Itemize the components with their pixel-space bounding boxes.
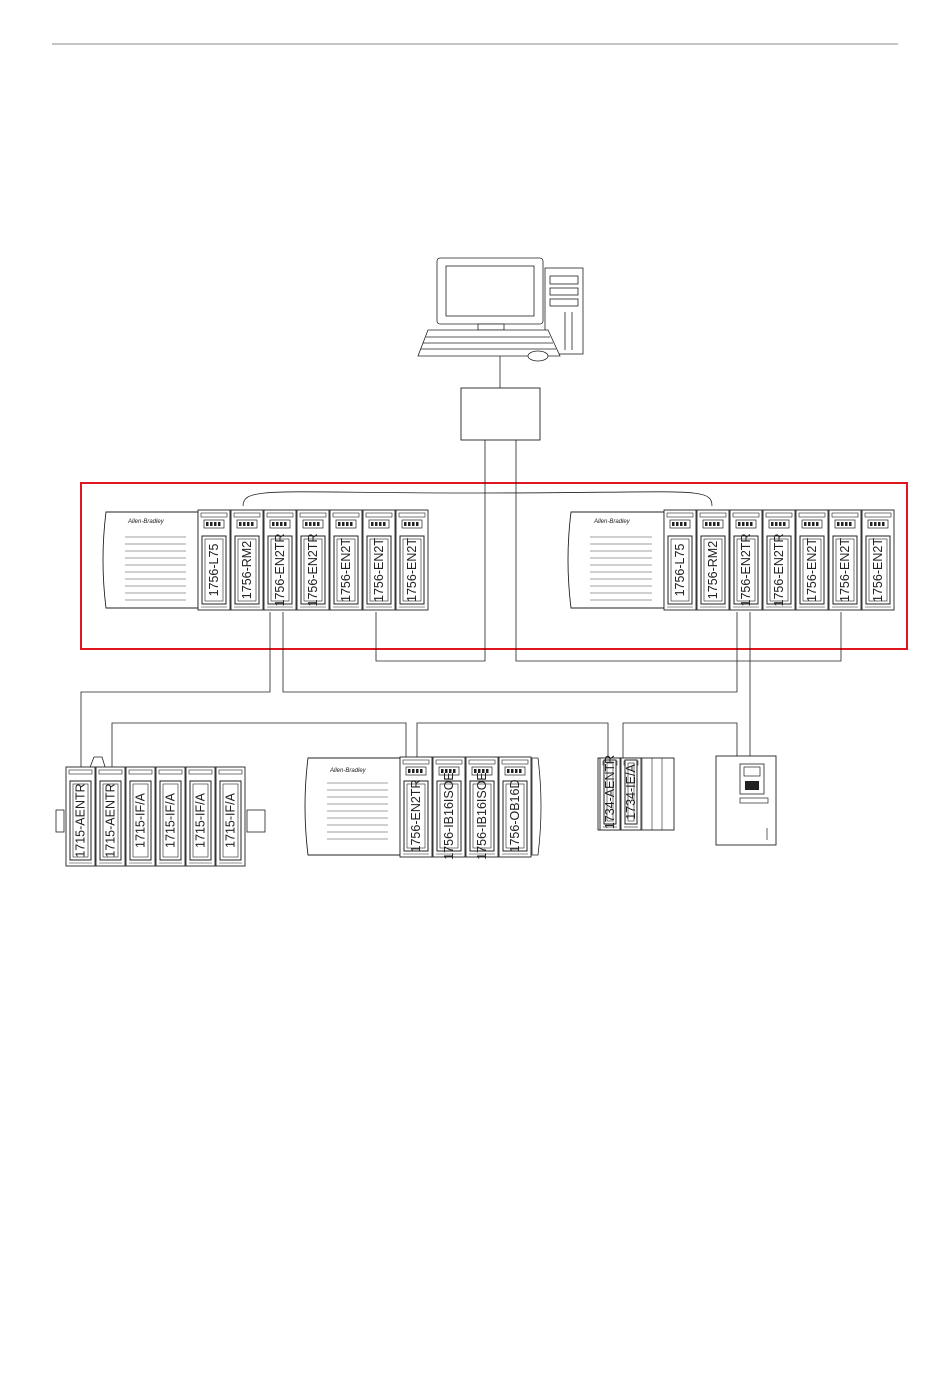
io-1715-module-label: 1715-AENTR [74,783,88,857]
io-1715-module-label: 1715-IF/A [194,792,208,848]
point-io-module: 1734-IE/A [620,757,642,831]
primary-chassis-slot-module-label: 1756-EN2T [372,538,386,602]
io-1715-system: 1715-AENTR 1715-AENTR 1715-IF/A 1715-IF/A 17… [55,756,266,867]
secondary-chassis-slot-module-label: 1756-RM2 [706,541,720,599]
io-1715-module: 1715-AENTR [95,766,126,867]
io-1715-module: 1715-IF/A [125,766,156,867]
primary-chassis-slot-module: 1756-EN2TR [296,509,330,611]
io-1715-module-label: 1715-IF/A [224,792,238,848]
remote-chassis-slot-module-label: 1756-OB16D [508,780,522,853]
io-1715-module: 1715-AENTR [65,766,96,867]
io-1715-module-label: 1715-AENTR [104,783,118,857]
remote-chassis-slot-module: 1756-IB16ISOE [432,756,466,860]
remote-chassis-slot-module: 1756-OB16D [498,756,532,858]
redundant-chassis-frame [80,482,908,650]
redundancy-fiber-cable [242,491,713,507]
remote-chassis-slot-module: 1756-IB16ISOE [465,756,499,860]
secondary-chassis-slot-module: 1756-RM2 [696,509,730,611]
svg-text:Allen-Bradley: Allen-Bradley [329,768,367,774]
point-io-module-label: 1734-IE/A [624,764,638,820]
primary-chassis-slot-module: 1756-EN2T [395,509,429,611]
primary-chassis-slot-module: 1756-RM2 [230,509,264,611]
secondary-chassis-slot-module-label: 1756-EN2T [838,538,852,602]
point-io-module-label: 1734-AENTR [603,755,617,829]
remote-chassis-slot-module: 1756-EN2TR [399,756,433,858]
ethernet-switch-icon [460,387,541,441]
primary-chassis-slot-module-label: 1756-L75 [207,544,221,597]
secondary-chassis-slot-module: 1756-L75 [663,509,697,611]
primary-chassis-slot-module: 1756-EN2T [362,509,396,611]
io-1715-module: 1715-IF/A [215,766,246,867]
svg-text:Allen-Bradley: Allen-Bradley [593,519,631,525]
primary-chassis: Allen-Bradley 1756-L75 1756-RM2 1756-EN2TR… [102,509,429,611]
primary-chassis-slot-module-label: 1756-RM2 [240,541,254,599]
secondary-chassis-slot-module-label: 1756-EN2TR [772,534,786,607]
io-1715-module: 1715-IF/A [155,766,186,867]
secondary-chassis-slot-module-label: 1756-EN2T [871,538,885,602]
secondary-chassis-slot-module: 1756-EN2TR [762,509,796,611]
remote-chassis-slot-module-label: 1756-IB16ISOE [442,772,456,860]
secondary-chassis-slot-module-label: 1756-L75 [673,544,687,597]
secondary-chassis-slot-module: 1756-EN2T [828,509,862,611]
svg-text:Allen-Bradley: Allen-Bradley [127,519,165,525]
remote-chassis-slot-module-label: 1756-IB16ISOE [475,772,489,860]
computer-workstation-icon [417,257,584,362]
primary-chassis-slot-module: 1756-EN2T [329,509,363,611]
primary-chassis-slot-module: 1756-L75 [197,509,231,611]
remote-1756-chassis: Allen-Bradley 1756-EN2TR 1756-IB16ISOE 175… [304,756,542,860]
secondary-chassis-slot-module: 1756-EN2T [861,509,895,611]
remote-chassis-slot-module-label: 1756-EN2TR [409,780,423,853]
secondary-chassis-slot-module-label: 1756-EN2TR [739,534,753,607]
point-io-system: 1734-AENTR 1734-IE/A [597,755,675,831]
primary-chassis-slot-module-label: 1756-EN2T [339,538,353,602]
ethernet-cabling [80,440,842,770]
primary-chassis-slot-module-label: 1756-EN2T [405,538,419,602]
io-1715-module: 1715-IF/A [185,766,216,867]
point-io-module: 1734-AENTR [599,755,621,831]
io-1715-module-label: 1715-IF/A [164,792,178,848]
primary-chassis-slot-module: 1756-EN2TR [263,509,297,611]
secondary-chassis-slot-module-label: 1756-EN2T [805,538,819,602]
powerflex-drive-icon [715,755,777,846]
primary-chassis-slot-module-label: 1756-EN2TR [273,534,287,607]
secondary-chassis-slot-module: 1756-EN2T [795,509,829,611]
io-1715-module-label: 1715-IF/A [134,792,148,848]
primary-chassis-slot-module-label: 1756-EN2TR [306,534,320,607]
secondary-chassis-slot-module: 1756-EN2TR [729,509,763,611]
secondary-chassis: Allen-Bradley 1756-L75 1756-RM2 1756-EN2TR… [567,509,895,611]
